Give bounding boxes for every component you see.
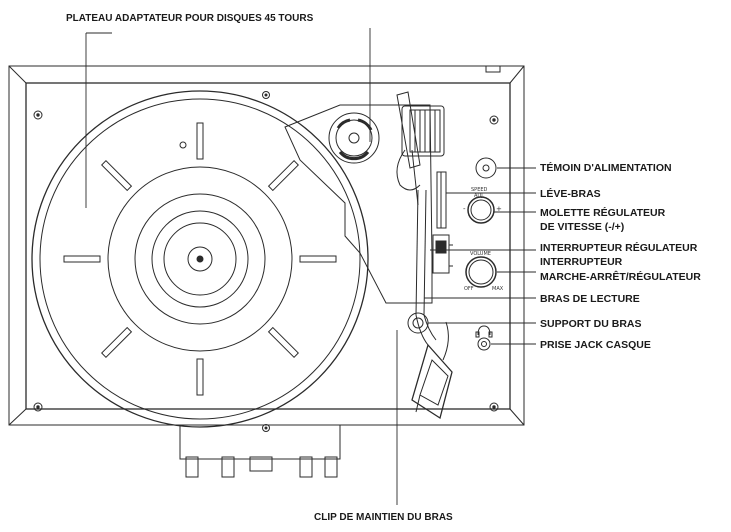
speed-adjust-knob <box>467 196 495 224</box>
label-platter-adapter: PLATEAU ADAPTATEUR POUR DISQUES 45 TOURS <box>66 13 314 24</box>
volume-caption: VOLUME <box>470 251 491 257</box>
label-power-indicator: TÉMOIN D'ALIMENTATION <box>540 162 672 174</box>
label-cue-lever: LÉVE-BRAS <box>540 188 601 200</box>
label-arm-clip: CLIP DE MAINTIEN DU BRAS <box>314 512 453 523</box>
turntable-top-panel <box>25 82 511 410</box>
screw-icon <box>33 91 499 432</box>
volume-knob <box>465 256 497 288</box>
label-power-switch-line2: MARCHE-ARRÊT/RÉGULATEUR <box>540 271 701 283</box>
speed-plus-mark: + <box>496 205 502 213</box>
label-tonearm: BRAS DE LECTURE <box>540 293 640 305</box>
45-rpm-adapter <box>328 112 380 164</box>
headphone-jack <box>477 337 491 351</box>
label-speed-knob-line2: DE VITESSE (-/+) <box>540 221 625 233</box>
headphone-icon <box>475 325 493 338</box>
label-speed-knob-line1: MOLETTE RÉGULATEUR <box>540 207 666 219</box>
headshell <box>411 321 453 420</box>
volume-max-mark: MAX <box>492 286 504 292</box>
speed-selector-switch <box>432 234 453 274</box>
platter <box>31 90 369 428</box>
power-indicator-light <box>475 157 497 179</box>
speed-minus-mark: - <box>463 205 466 213</box>
bottom-connector <box>179 424 341 460</box>
label-speed-switch: INTERRUPTEUR RÉGULATEUR <box>540 242 698 254</box>
label-arm-rest: SUPPORT DU BRAS <box>540 318 642 330</box>
tonearm-counterweight <box>396 91 445 206</box>
label-power-switch-line1: INTERRUPTEUR <box>540 256 623 268</box>
leader-lines <box>85 28 536 505</box>
volume-off-mark: OFF <box>464 286 474 292</box>
speed-adj-caption: SPEED ADJ. <box>471 187 488 199</box>
label-headphone-jack: PRISE JACK CASQUE <box>540 339 651 351</box>
tonearm-base-plate <box>284 104 433 304</box>
